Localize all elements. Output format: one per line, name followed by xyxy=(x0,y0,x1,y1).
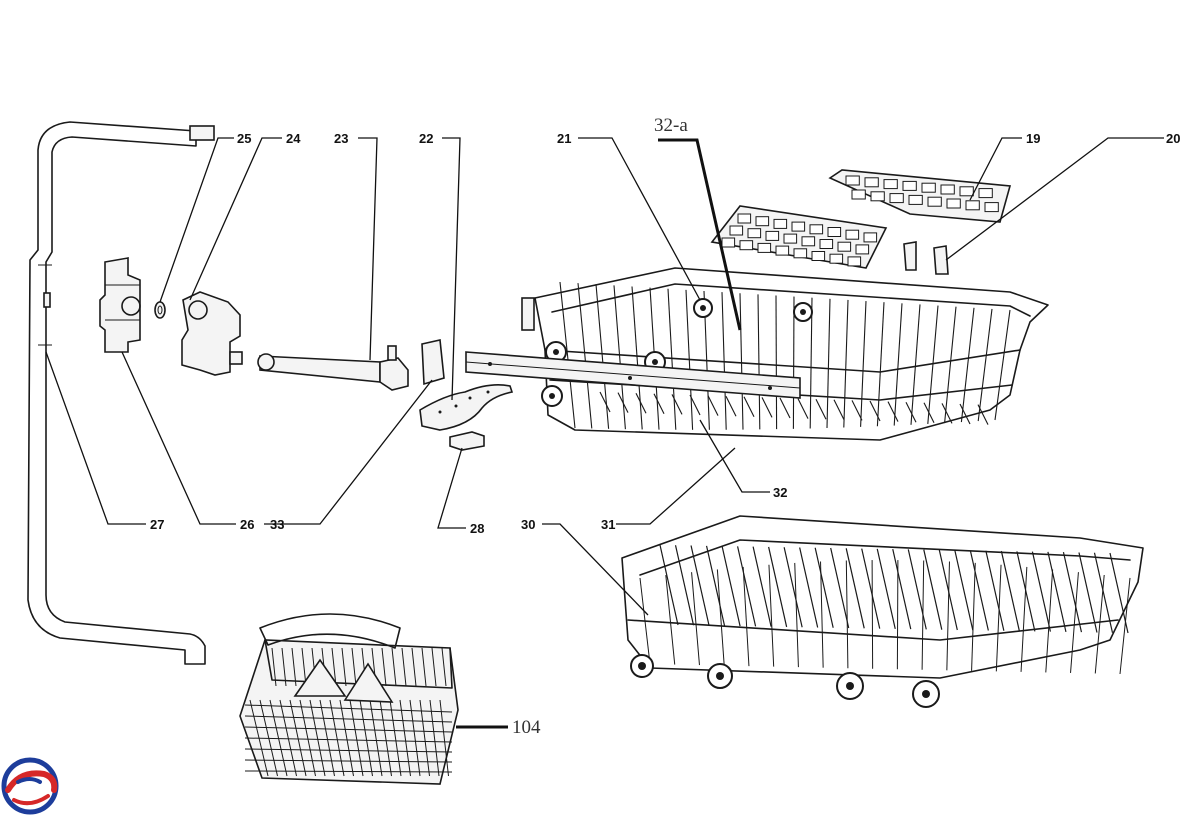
leader-lines xyxy=(45,137,1164,729)
callout-24: 24 xyxy=(286,131,301,146)
leader-25 xyxy=(159,137,234,303)
brand-swirl-icon xyxy=(1,757,59,815)
callout-30: 30 xyxy=(521,517,535,532)
callout-25: 25 xyxy=(237,131,251,146)
part-22-spray-arm xyxy=(419,384,514,431)
callout-26: 26 xyxy=(240,517,254,532)
part-33-plate xyxy=(421,339,445,386)
part-20-shelf-clips xyxy=(903,241,949,275)
leader-30 xyxy=(542,523,649,616)
leader-31 xyxy=(616,447,736,525)
leader-19 xyxy=(969,137,1022,201)
part-104-cutlery-basket xyxy=(239,613,459,785)
leader-28 xyxy=(437,447,466,529)
callout-labels: 25 24 23 22 21 32-a 19 20 27 26 33 28 32… xyxy=(150,115,1180,738)
leader-22 xyxy=(442,137,461,401)
part-21-upper-rack xyxy=(521,267,1049,441)
callout-19: 19 xyxy=(1026,131,1040,146)
callout-27: 27 xyxy=(150,517,164,532)
leader-27 xyxy=(45,351,146,525)
callout-23: 23 xyxy=(334,131,348,146)
part-32a-cup-shelf xyxy=(710,205,888,269)
leader-23 xyxy=(358,137,378,361)
callout-32a: 32-a xyxy=(654,115,688,136)
part-25-gasket xyxy=(154,301,166,319)
callout-20: 20 xyxy=(1166,131,1180,146)
leader-32a xyxy=(658,138,742,331)
leader-32 xyxy=(699,419,770,493)
callout-32: 32 xyxy=(773,485,787,500)
callout-33: 33 xyxy=(270,517,284,532)
part-32-rail xyxy=(465,351,801,399)
leader-24 xyxy=(189,137,282,301)
callout-21: 21 xyxy=(557,131,571,146)
part-19-cup-shelf xyxy=(828,169,1012,223)
leader-26 xyxy=(121,351,236,525)
part-28-clip xyxy=(449,431,485,451)
part-26-bracket xyxy=(99,257,141,353)
leader-20 xyxy=(945,137,1164,261)
part-23-tube xyxy=(257,345,409,391)
leader-21 xyxy=(578,137,701,301)
callout-22: 22 xyxy=(419,131,433,146)
callout-28: 28 xyxy=(470,521,484,536)
callout-104: 104 xyxy=(512,717,541,738)
part-30-lower-rack xyxy=(621,515,1144,708)
callout-31: 31 xyxy=(601,517,615,532)
part-24-connector xyxy=(181,291,243,376)
leader-33 xyxy=(264,379,433,525)
part-27-supply-pipe xyxy=(27,121,215,665)
